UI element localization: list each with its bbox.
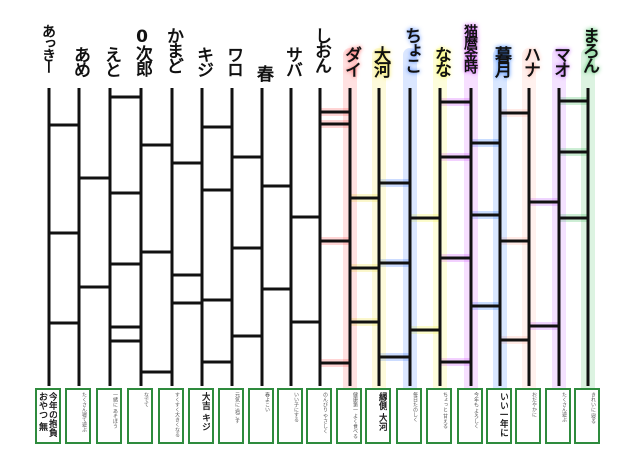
- player-name: かまど: [163, 27, 183, 72]
- player-name: 春: [253, 65, 273, 80]
- result-card-text: 毎日たのしく: [412, 392, 418, 422]
- result-card: のんびり やさしく: [306, 388, 332, 444]
- result-card-text: 一緒に あそぼう: [112, 392, 118, 429]
- result-card: 春よこい: [248, 388, 274, 444]
- result-card: 今年も よろしく: [457, 388, 483, 444]
- result-card: 大吉 キジ: [188, 388, 214, 444]
- result-card: たくさん寝て遊ぶ: [65, 388, 91, 444]
- result-card: 今年の抱負 おやつ 無限: [35, 388, 61, 444]
- player-name: しおん: [311, 27, 331, 72]
- player-name: ちょこ: [401, 27, 421, 72]
- player-name: えと: [101, 46, 121, 76]
- result-card-text: 大吉 キジ: [200, 392, 210, 432]
- player-name: ハナ: [520, 46, 540, 76]
- result-card: ちょっと 甘える: [426, 388, 452, 444]
- result-card-text: 縁側 大河: [377, 392, 387, 432]
- result-card: いい一年に: [486, 388, 512, 444]
- result-card-text: 元気に 過ごす: [234, 392, 240, 424]
- player-name: 猫麿金時: [462, 24, 478, 72]
- result-card-text: 今年の抱負 おやつ 無限: [39, 392, 57, 437]
- result-card-text: 今年も よろしく: [473, 392, 479, 429]
- player-name: 大河: [370, 46, 390, 76]
- result-card-text: ちょっと 甘える: [442, 392, 448, 429]
- result-card: なでて: [127, 388, 153, 444]
- result-card-text: いい一年に: [498, 392, 508, 437]
- result-card-text: きれいに 寝る: [590, 392, 596, 424]
- result-card: 元気に 過ごす: [218, 388, 244, 444]
- result-card-text: おだやかに: [531, 392, 537, 417]
- result-card: 一緒に あそぼう: [96, 388, 122, 444]
- player-name: なな: [431, 46, 451, 76]
- result-card: すくすく大きくなる: [158, 388, 184, 444]
- player-name: 0次郎: [132, 27, 152, 75]
- result-card-text: 健康第一 よく食べる: [352, 392, 358, 439]
- player-name: ダイ: [341, 46, 361, 76]
- result-card-text: いい子にする: [293, 392, 299, 422]
- result-card: おだやかに: [515, 388, 541, 444]
- player-name: まろん: [579, 27, 599, 72]
- player-name: サバ: [282, 46, 302, 76]
- result-card: いい子にする: [277, 388, 303, 444]
- player-name: あっきー: [40, 24, 56, 72]
- player-name: キジ: [193, 46, 213, 76]
- result-card-text: すくすく大きくなる: [174, 392, 180, 437]
- player-name: ワロ: [223, 46, 243, 76]
- result-card: きれいに 寝る: [574, 388, 600, 444]
- result-card-text: なでて: [143, 392, 149, 407]
- result-card: たくさん遊ぶ: [545, 388, 571, 444]
- result-card-text: のんびり やさしく: [322, 392, 328, 434]
- result-card-text: たくさん遊ぶ: [561, 392, 567, 422]
- player-name: マオ: [550, 46, 570, 76]
- player-name: あめ: [70, 46, 90, 76]
- result-card-text: 春よこい: [264, 392, 270, 412]
- result-card-text: たくさん寝て遊ぶ: [81, 392, 87, 432]
- result-card: 縁側 大河: [365, 388, 391, 444]
- result-card: 健康第一 よく食べる: [336, 388, 362, 444]
- result-card: 毎日たのしく: [396, 388, 422, 444]
- player-name: 暮月: [491, 46, 511, 76]
